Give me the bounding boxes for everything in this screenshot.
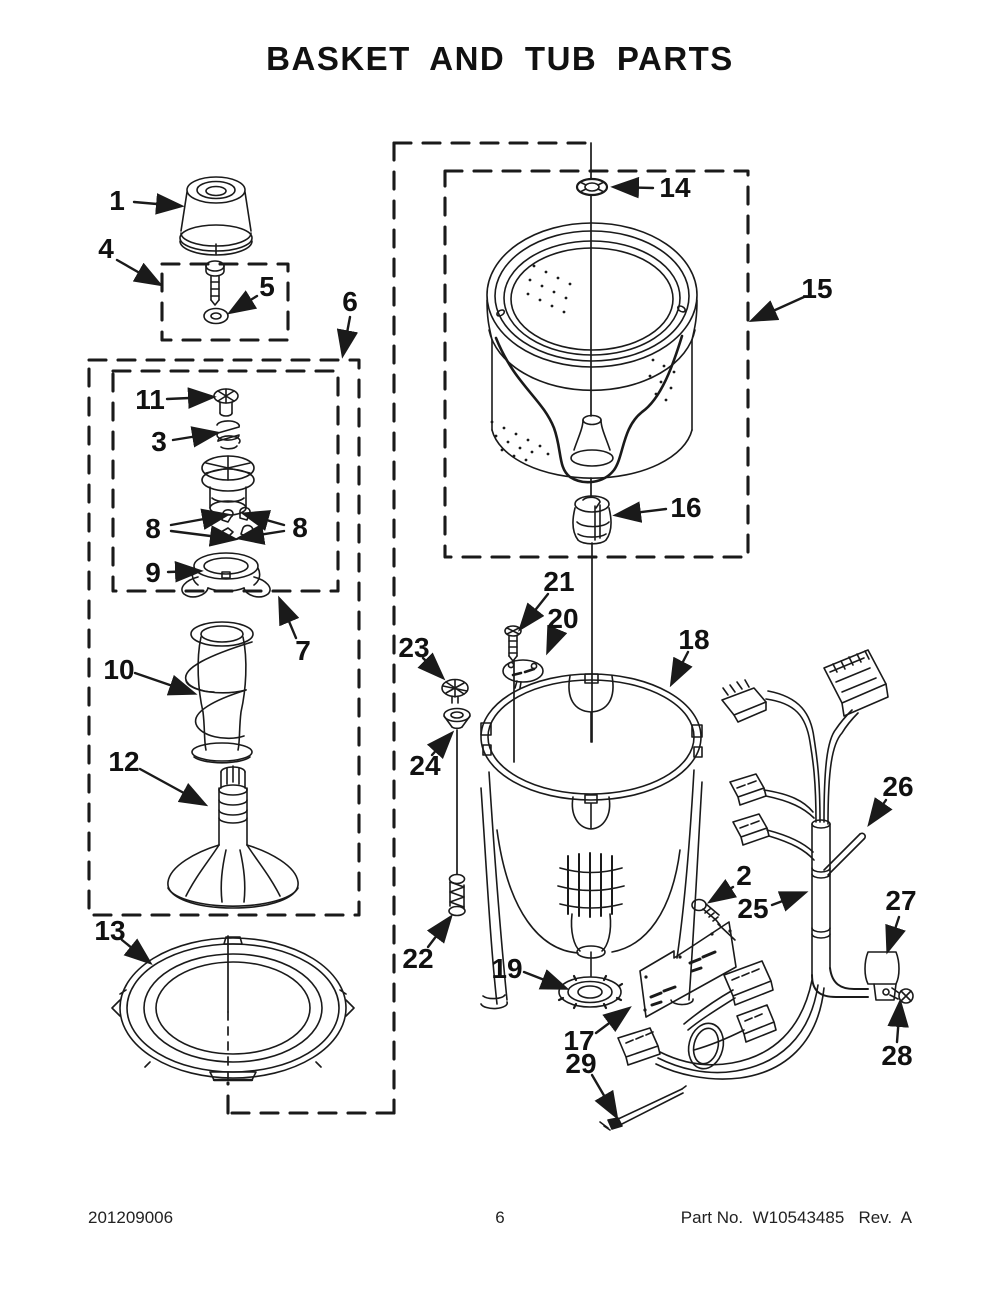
part-26-rod: [823, 833, 865, 876]
callout-28: 28: [881, 1040, 913, 1071]
callout-14: 14: [659, 172, 691, 203]
group-box-6: [87, 358, 361, 917]
part-29-cable-tie: [599, 1085, 687, 1131]
callout-25: 25: [737, 893, 769, 924]
page-title: BASKET AND TUB PARTS: [266, 40, 734, 77]
part-1-cap: [179, 176, 253, 256]
callout-16: 16: [670, 492, 702, 523]
connector-low-right-2: [693, 1004, 777, 1051]
callout-24: 24: [409, 750, 441, 781]
part-17-panel: [639, 921, 737, 1018]
callout-3: 3: [151, 426, 167, 457]
part-11-cap: [213, 388, 239, 417]
callout-8-right: 8: [292, 512, 308, 543]
center-lines: [227, 142, 593, 1084]
part-22-spring-bolt: [448, 873, 466, 917]
connector-low-right-1: [683, 960, 774, 1031]
callout-29: 29: [565, 1048, 597, 1079]
part-8-dogs: [218, 506, 254, 540]
callout-27: 27: [885, 885, 917, 916]
part-27-clip: [864, 951, 900, 1001]
connector-multi-pin: [823, 649, 889, 717]
callout-10: 10: [103, 654, 135, 685]
part-13-tub-ring: [111, 936, 355, 1082]
callout-22: 22: [402, 943, 434, 974]
connector-mid-1: [729, 773, 815, 819]
callout-20: 20: [547, 603, 579, 634]
leader-arrows: [115, 176, 909, 1121]
callout-26: 26: [882, 771, 914, 802]
group-box-4: [160, 262, 290, 342]
callout-1: 1: [109, 185, 125, 216]
callout-7: 7: [295, 635, 311, 666]
callout-13: 13: [94, 915, 126, 946]
group-box-15: [443, 169, 750, 559]
callout-19: 19: [491, 953, 523, 984]
part-5-bolt-washer: [203, 260, 229, 325]
callout-4: 4: [98, 233, 114, 264]
callout-6: 6: [342, 286, 358, 317]
callout-23: 23: [398, 632, 430, 663]
wire-harness: [617, 649, 914, 1080]
part-15-basket: [486, 222, 698, 484]
callout-12: 12: [108, 746, 140, 777]
part-14-nut: [575, 177, 609, 197]
connector-mid-2: [732, 813, 815, 861]
part-23-gear: [441, 678, 469, 704]
part-24-funnel: [443, 707, 471, 730]
connector-top-left: [721, 679, 767, 723]
part-20-plate: [502, 659, 544, 689]
part-12-base: [167, 765, 299, 909]
document-number: 201209006: [88, 1208, 174, 1227]
callout-17: 17: [563, 1025, 595, 1056]
part-10-auger: [184, 621, 254, 764]
callout-11: 11: [135, 384, 165, 415]
callout-9: 9: [145, 557, 161, 588]
clutch-assembly: [201, 455, 255, 516]
part-16-drive-block: [572, 495, 612, 545]
callout-15: 15: [801, 273, 833, 304]
callout-2: 2: [736, 860, 752, 891]
callout-18: 18: [678, 624, 710, 655]
callout-8-left: 8: [145, 513, 161, 544]
part-18-tub: [480, 673, 703, 1010]
callout-21: 21: [543, 566, 575, 597]
connector-bottom-left: [617, 1027, 661, 1066]
basket-perforations: [490, 264, 676, 462]
part-number: Part No. W10543485 Rev. A: [680, 1208, 912, 1227]
part-21-screw: [504, 625, 522, 662]
part-19-seal: [556, 951, 624, 1010]
callout-5: 5: [259, 271, 275, 302]
part-3-spring: [216, 420, 241, 450]
page-number: 6: [495, 1208, 505, 1227]
